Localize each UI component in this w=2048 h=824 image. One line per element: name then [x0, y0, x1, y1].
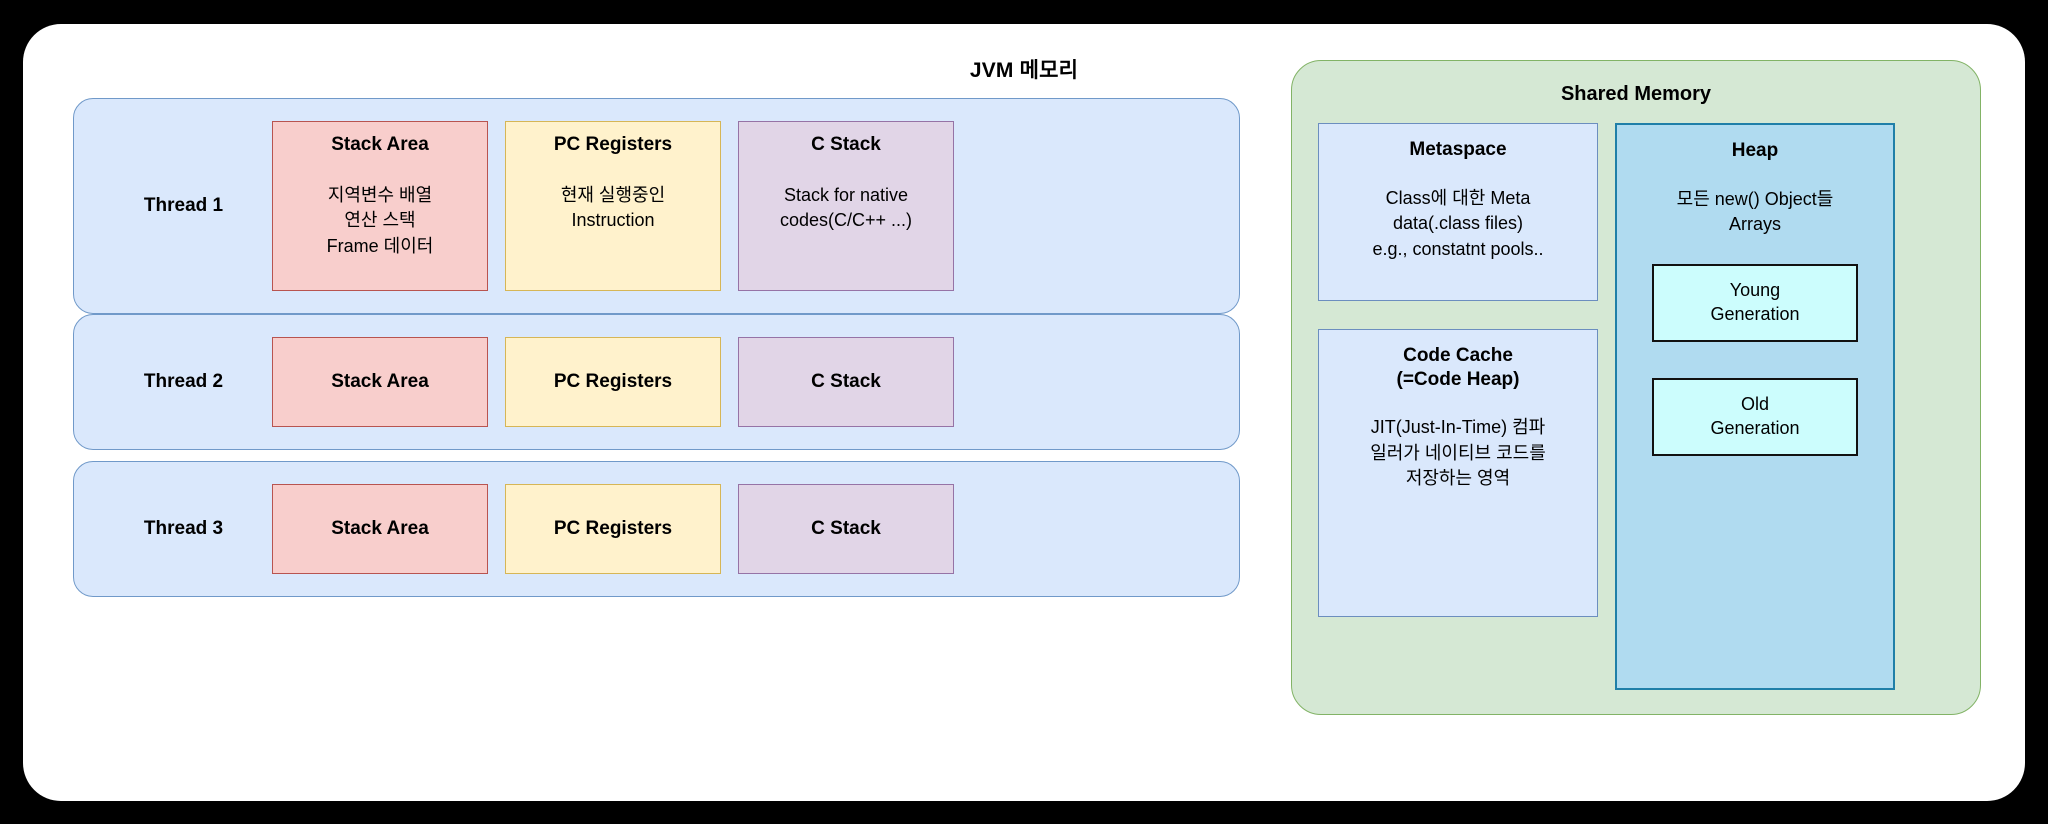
- thread-label-2: Thread 2: [143, 371, 224, 392]
- old-generation-box: Old Generation: [1652, 377, 1858, 456]
- code-cache-title: Code Cache (=Code Heap): [1319, 344, 1597, 391]
- c-stack-box-thread-2: C Stack: [738, 337, 954, 427]
- pc-registers-title: PC Registers: [553, 134, 673, 155]
- old-generation-label: Old Generation: [1710, 393, 1799, 440]
- stack-area-box-thread-3: Stack Area: [272, 484, 488, 574]
- old-generation-label-line-1: Old: [1740, 394, 1769, 415]
- thread-label-3: Thread 3: [143, 518, 224, 539]
- stack-area-description: 지역변수 배열 연산 스택 Frame 데이터: [273, 183, 487, 260]
- pc-registers-title: PC Registers: [553, 517, 673, 539]
- shared-memory-left-column: Metaspace Class에 대한 Meta data(.class fil…: [1318, 123, 1598, 617]
- thread-2-memory-areas: Stack Area PC Registers C Stack: [272, 337, 1221, 427]
- code-cache-description: JIT(Just-In-Time) 컴파 일러가 네이티브 코드를 저장하는 영…: [1319, 415, 1597, 492]
- code-cache-title-line-2: (=Code Heap): [1396, 368, 1520, 390]
- thread-3-memory-areas: Stack Area PC Registers C Stack: [272, 484, 1221, 574]
- c-stack-title: C Stack: [811, 517, 881, 539]
- young-generation-label-line-1: Young: [1729, 280, 1781, 301]
- metaspace-description: Class에 대한 Meta data(.class files) e.g., …: [1319, 186, 1597, 263]
- heap-box: Heap 모든 new() Object들 Arrays Young Gener…: [1615, 123, 1895, 690]
- heap-title: Heap: [1731, 140, 1779, 161]
- metaspace-box: Metaspace Class에 대한 Meta data(.class fil…: [1318, 123, 1598, 301]
- old-generation-label-line-2: Generation: [1710, 417, 1800, 438]
- pc-registers-description: 현재 실행중인 Instruction: [506, 183, 720, 234]
- heap-description: 모든 new() Object들 Arrays: [1617, 187, 1893, 238]
- pc-registers-box-thread-3: PC Registers: [505, 484, 721, 574]
- heap-desc-line-2: Arrays: [1728, 214, 1781, 235]
- c-stack-description: Stack for native codes(C/C++ ...): [739, 183, 953, 234]
- thread-1-memory-areas: Stack Area 지역변수 배열 연산 스택 Frame 데이터 PC Re…: [272, 121, 1221, 291]
- thread-row-2: Thread 2 Stack Area PC Registers C Stack: [73, 314, 1240, 450]
- code-cache-desc-line-2: 일러가 네이티브 코드를: [1370, 442, 1546, 463]
- metaspace-desc-line-3: e.g., constatnt pools..: [1372, 238, 1544, 259]
- pc-registers-desc-line-2: Instruction: [571, 210, 655, 231]
- code-cache-title-line-1: Code Cache: [1403, 345, 1513, 366]
- c-stack-desc-line-1: Stack for native: [783, 184, 909, 205]
- stack-area-box-thread-1: Stack Area 지역변수 배열 연산 스택 Frame 데이터: [272, 121, 488, 291]
- metaspace-desc-line-2: data(.class files): [1392, 213, 1524, 234]
- young-generation-box: Young Generation: [1652, 263, 1858, 342]
- c-stack-title: C Stack: [811, 134, 881, 155]
- c-stack-box-thread-1: C Stack Stack for native codes(C/C++ ...…: [738, 121, 954, 291]
- stack-area-desc-line-2: 연산 스택: [344, 210, 416, 231]
- stack-area-title: Stack Area: [331, 517, 429, 539]
- pc-registers-desc-line-1: 현재 실행중인: [560, 184, 666, 205]
- pc-registers-box-thread-2: PC Registers: [505, 337, 721, 427]
- thread-row-1: Thread 1 Stack Area 지역변수 배열 연산 스택 Frame …: [73, 98, 1240, 314]
- metaspace-title: Metaspace: [1409, 139, 1507, 160]
- c-stack-desc-line-2: codes(C/C++ ...): [779, 210, 913, 231]
- heap-desc-line-1: 모든 new() Object들: [1676, 188, 1834, 209]
- stack-area-box-thread-2: Stack Area: [272, 337, 488, 427]
- stack-area-title: Stack Area: [331, 370, 429, 392]
- young-generation-label-line-2: Generation: [1710, 303, 1800, 324]
- c-stack-box-thread-3: C Stack: [738, 484, 954, 574]
- thread-label-1: Thread 1: [143, 195, 224, 216]
- stack-area-desc-line-3: Frame 데이터: [326, 235, 434, 256]
- shared-memory-right-column: Heap 모든 new() Object들 Arrays Young Gener…: [1615, 123, 1895, 690]
- pc-registers-title: PC Registers: [553, 370, 673, 392]
- stack-area-desc-line-1: 지역변수 배열: [327, 184, 433, 205]
- metaspace-desc-line-1: Class에 대한 Meta: [1385, 187, 1531, 208]
- c-stack-title: C Stack: [811, 370, 881, 392]
- shared-memory-region: Shared Memory Metaspace Class에 대한 Meta d…: [1291, 60, 1981, 715]
- code-cache-desc-line-3: 저장하는 영역: [1405, 468, 1511, 489]
- thread-row-3: Thread 3 Stack Area PC Registers C Stack: [73, 461, 1240, 597]
- code-cache-box: Code Cache (=Code Heap) JIT(Just-In-Time…: [1318, 329, 1598, 617]
- page-title: JVM 메모리: [969, 59, 1079, 82]
- shared-memory-title: Shared Memory: [1560, 83, 1712, 105]
- code-cache-desc-line-1: JIT(Just-In-Time) 컴파: [1370, 417, 1546, 438]
- stack-area-title: Stack Area: [331, 134, 429, 155]
- jvm-memory-card: JVM 메모리 Thread 1 Stack Area 지역변수 배열 연산 스…: [23, 24, 2025, 801]
- pc-registers-box-thread-1: PC Registers 현재 실행중인 Instruction: [505, 121, 721, 291]
- young-generation-label: Young Generation: [1710, 279, 1799, 326]
